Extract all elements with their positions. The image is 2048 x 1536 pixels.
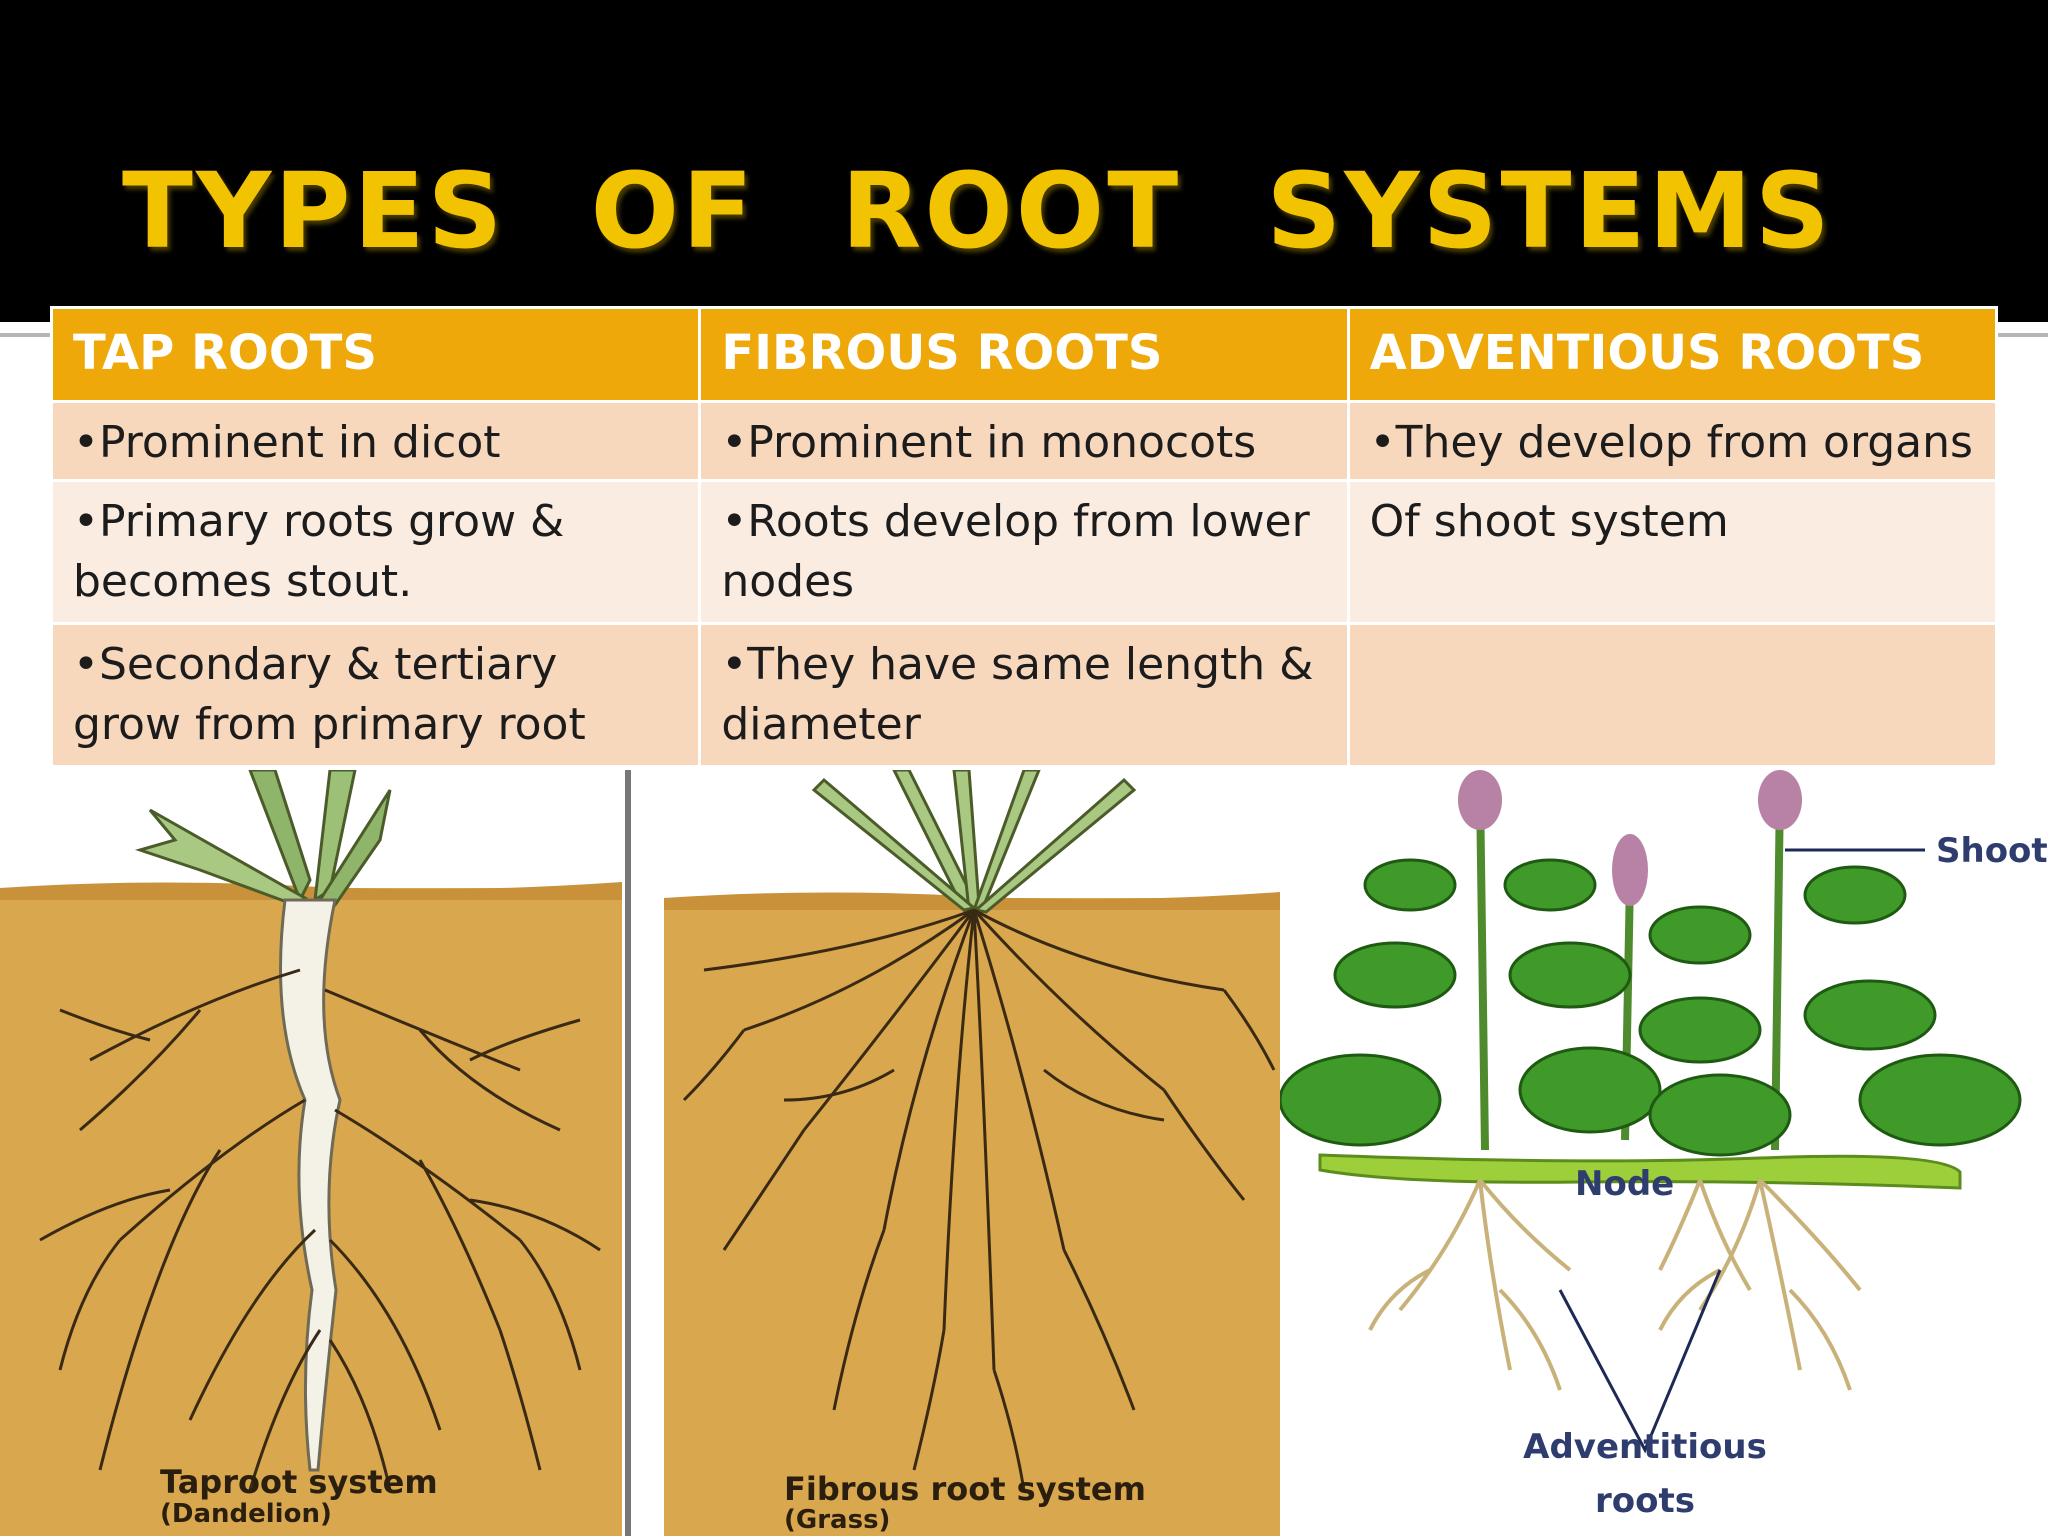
table-cell: •Prominent in monocots <box>698 400 1350 483</box>
slide-header <box>0 0 2048 322</box>
adventitious-label-line2: roots <box>1595 1481 1695 1521</box>
adventitious-label-line1: Adventitious <box>1523 1427 1767 1467</box>
table-cell <box>1346 622 1999 768</box>
root-types-table: TAP ROOTS FIBROUS ROOTS ADVENTIOUS ROOTS… <box>49 305 1999 768</box>
table-cell: •Prominent in dicot <box>49 400 702 483</box>
header-adventious-roots: ADVENTIOUS ROOTS <box>1346 305 1999 404</box>
illustrations: Taproot system (Dandelion) Fibrous root … <box>0 770 2048 1536</box>
table-cell: •Roots develop from lower nodes <box>698 479 1350 626</box>
header-tap-roots: TAP ROOTS <box>49 305 702 404</box>
table-row: •Prominent in dicot •Prominent in monoco… <box>49 400 1999 483</box>
table-row: •Secondary & tertiary grow from primary … <box>49 622 1999 768</box>
adventitious-root-illustration: Shoot Node Adventitious roots <box>1280 770 2048 1536</box>
header-fibrous-roots: FIBROUS ROOTS <box>698 305 1350 404</box>
shoot-label: Shoot <box>1936 831 2048 871</box>
fibrous-root-illustration: Fibrous root system (Grass) <box>664 770 1280 1536</box>
taproot-illustration: Taproot system (Dandelion) <box>0 770 622 1536</box>
table-cell: Of shoot system <box>1346 479 1999 626</box>
table-cell: •They have same length & diameter <box>698 622 1350 768</box>
table-cell: •Secondary & tertiary grow from primary … <box>49 622 702 768</box>
table-row: •Primary roots grow & becomes stout. •Ro… <box>49 479 1999 626</box>
fibrous-caption: Fibrous root system <box>784 1470 1146 1508</box>
taproot-caption: Taproot system <box>160 1463 438 1501</box>
slide-title: TYPES OF ROOT SYSTEMS <box>122 150 1833 272</box>
fibrous-subcaption: (Grass) <box>784 1505 890 1535</box>
table-cell: •They develop from organs <box>1346 400 1999 483</box>
taproot-subcaption: (Dandelion) <box>160 1499 332 1529</box>
node-label: Node <box>1575 1164 1674 1204</box>
table-cell: •Primary roots grow & becomes stout. <box>49 479 702 626</box>
panel-divider <box>622 770 664 1536</box>
